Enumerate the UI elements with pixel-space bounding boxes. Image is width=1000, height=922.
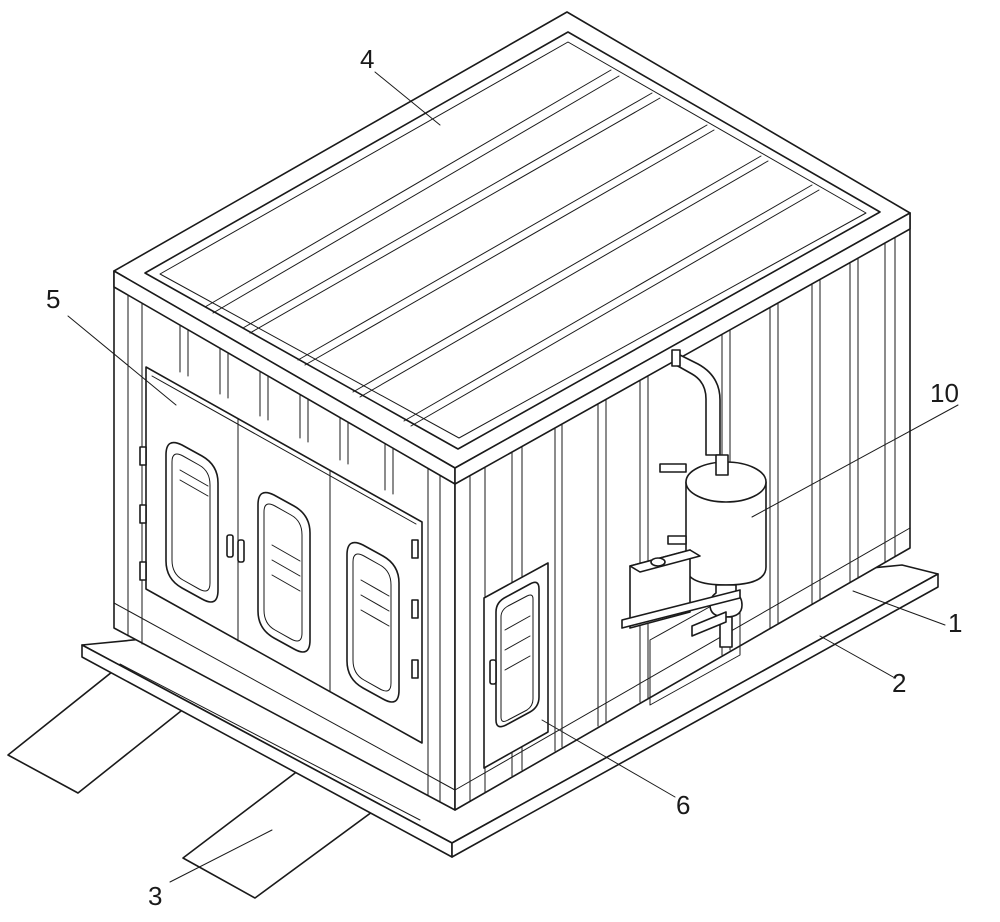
part-labels: 4 5 10 1 2 6 3	[46, 44, 962, 911]
double-door	[139, 366, 423, 744]
side-door	[483, 562, 549, 769]
roof	[113, 11, 911, 485]
label-water-tank: 10	[930, 378, 959, 408]
label-base-plate: 2	[892, 668, 906, 698]
label-side-door: 6	[676, 790, 690, 820]
label-ramp: 3	[148, 881, 162, 911]
leader-lines	[67, 71, 959, 883]
water-tank-assembly	[621, 349, 767, 706]
label-roof: 4	[360, 44, 374, 74]
label-side-wall: 1	[948, 608, 962, 638]
label-double-door: 5	[46, 284, 60, 314]
